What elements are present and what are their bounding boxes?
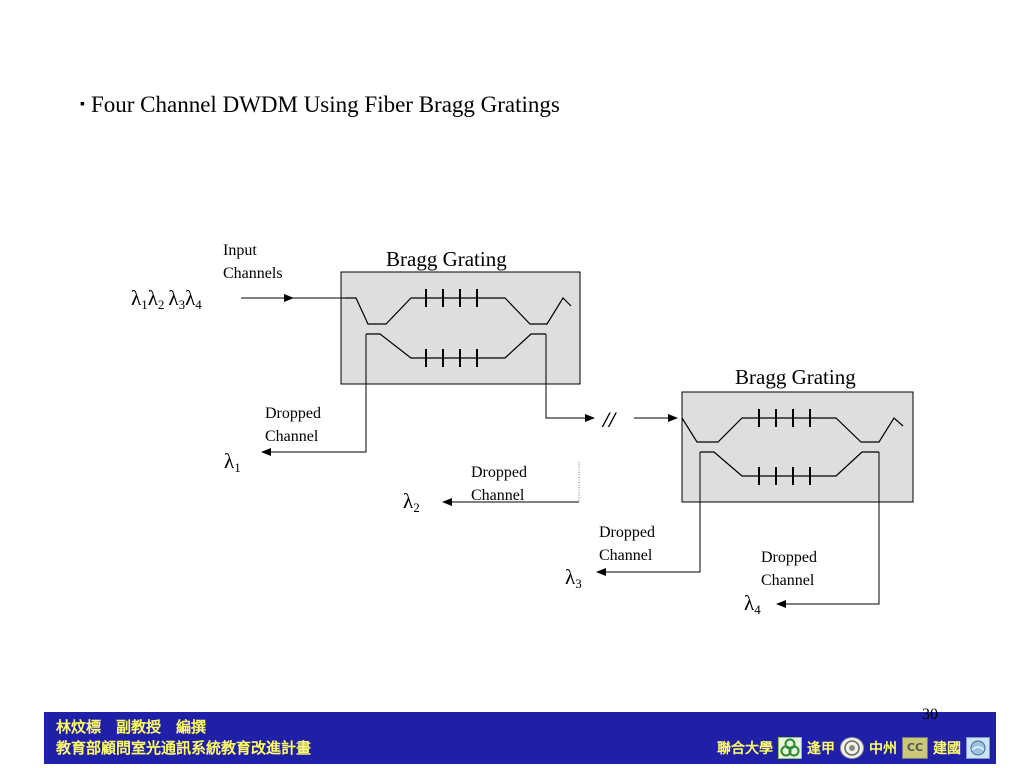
bragg-grating-box-2 [681,391,914,503]
coupler-1 [345,297,572,359]
partner-logos: 聯合大學 逢甲 中州 CC 建國 [717,736,990,760]
partner-logo-2-icon [840,737,864,759]
dropped-label-1-line1: Dropped [265,405,321,422]
partner-logo-1-icon [778,737,802,759]
output-lambda-1: λ1 [224,449,241,475]
partner-logo-3-icon: CC [902,737,928,759]
drop-fiber-1 [261,334,367,456]
partner-name-1: 聯合大學 [717,741,773,757]
grating-label-2: Bragg Grating [735,365,856,389]
dropped-label-3-line1: Dropped [599,524,655,541]
partner-name-3: 中州 [869,741,897,757]
footer-author: 林炆標 副教授 編撰 [56,718,207,736]
bullet-icon: ▪ [80,97,85,112]
output-lambda-4: λ4 [744,591,761,617]
page-number: 30 [922,706,938,723]
input-label-line2: Channels [223,265,283,282]
slide-title-text: Four Channel DWDM Using Fiber Bragg Grat… [90,92,560,117]
dropped-label-2-line1: Dropped [471,464,527,481]
dropped-label-1-line2: Channel [265,428,319,445]
bragg-grating-box-1 [340,271,581,385]
footer-bar: 30 林炆標 副教授 編撰 教育部顧問室光通訊系統教育改進計畫 聯合大學 逢甲 … [44,706,996,764]
grating-marks-1 [425,289,478,367]
coupler-2 [681,417,904,477]
drop-fiber-4 [776,452,880,608]
dropped-label-2-line2: Channel [471,487,525,504]
drop-fiber-3 [596,452,701,576]
partner-name-4: 建國 [933,741,961,757]
input-label-line1: Input [223,242,257,259]
slide-title: ▪ Four Channel DWDM Using Fiber Bragg Gra… [80,92,560,118]
output-lambda-2: λ2 [403,489,420,515]
partner-logo-4-icon [966,737,990,759]
dropped-label-3-line2: Channel [599,547,653,564]
break-mark: // [601,407,617,432]
dropped-label-4-line1: Dropped [761,549,817,566]
footer-organization: 教育部顧問室光通訊系統教育改進計畫 [56,739,312,757]
dropped-label-4-line2: Channel [761,572,815,589]
output-lambda-3: λ3 [565,565,582,591]
grating-label-1: Bragg Grating [386,247,507,271]
footer-credits: 林炆標 副教授 編撰 教育部顧問室光通訊系統教育改進計畫 [56,717,311,759]
through-fiber-1 [545,334,595,422]
partner-name-2: 逢甲 [807,741,835,757]
grating-marks-2 [758,409,811,485]
